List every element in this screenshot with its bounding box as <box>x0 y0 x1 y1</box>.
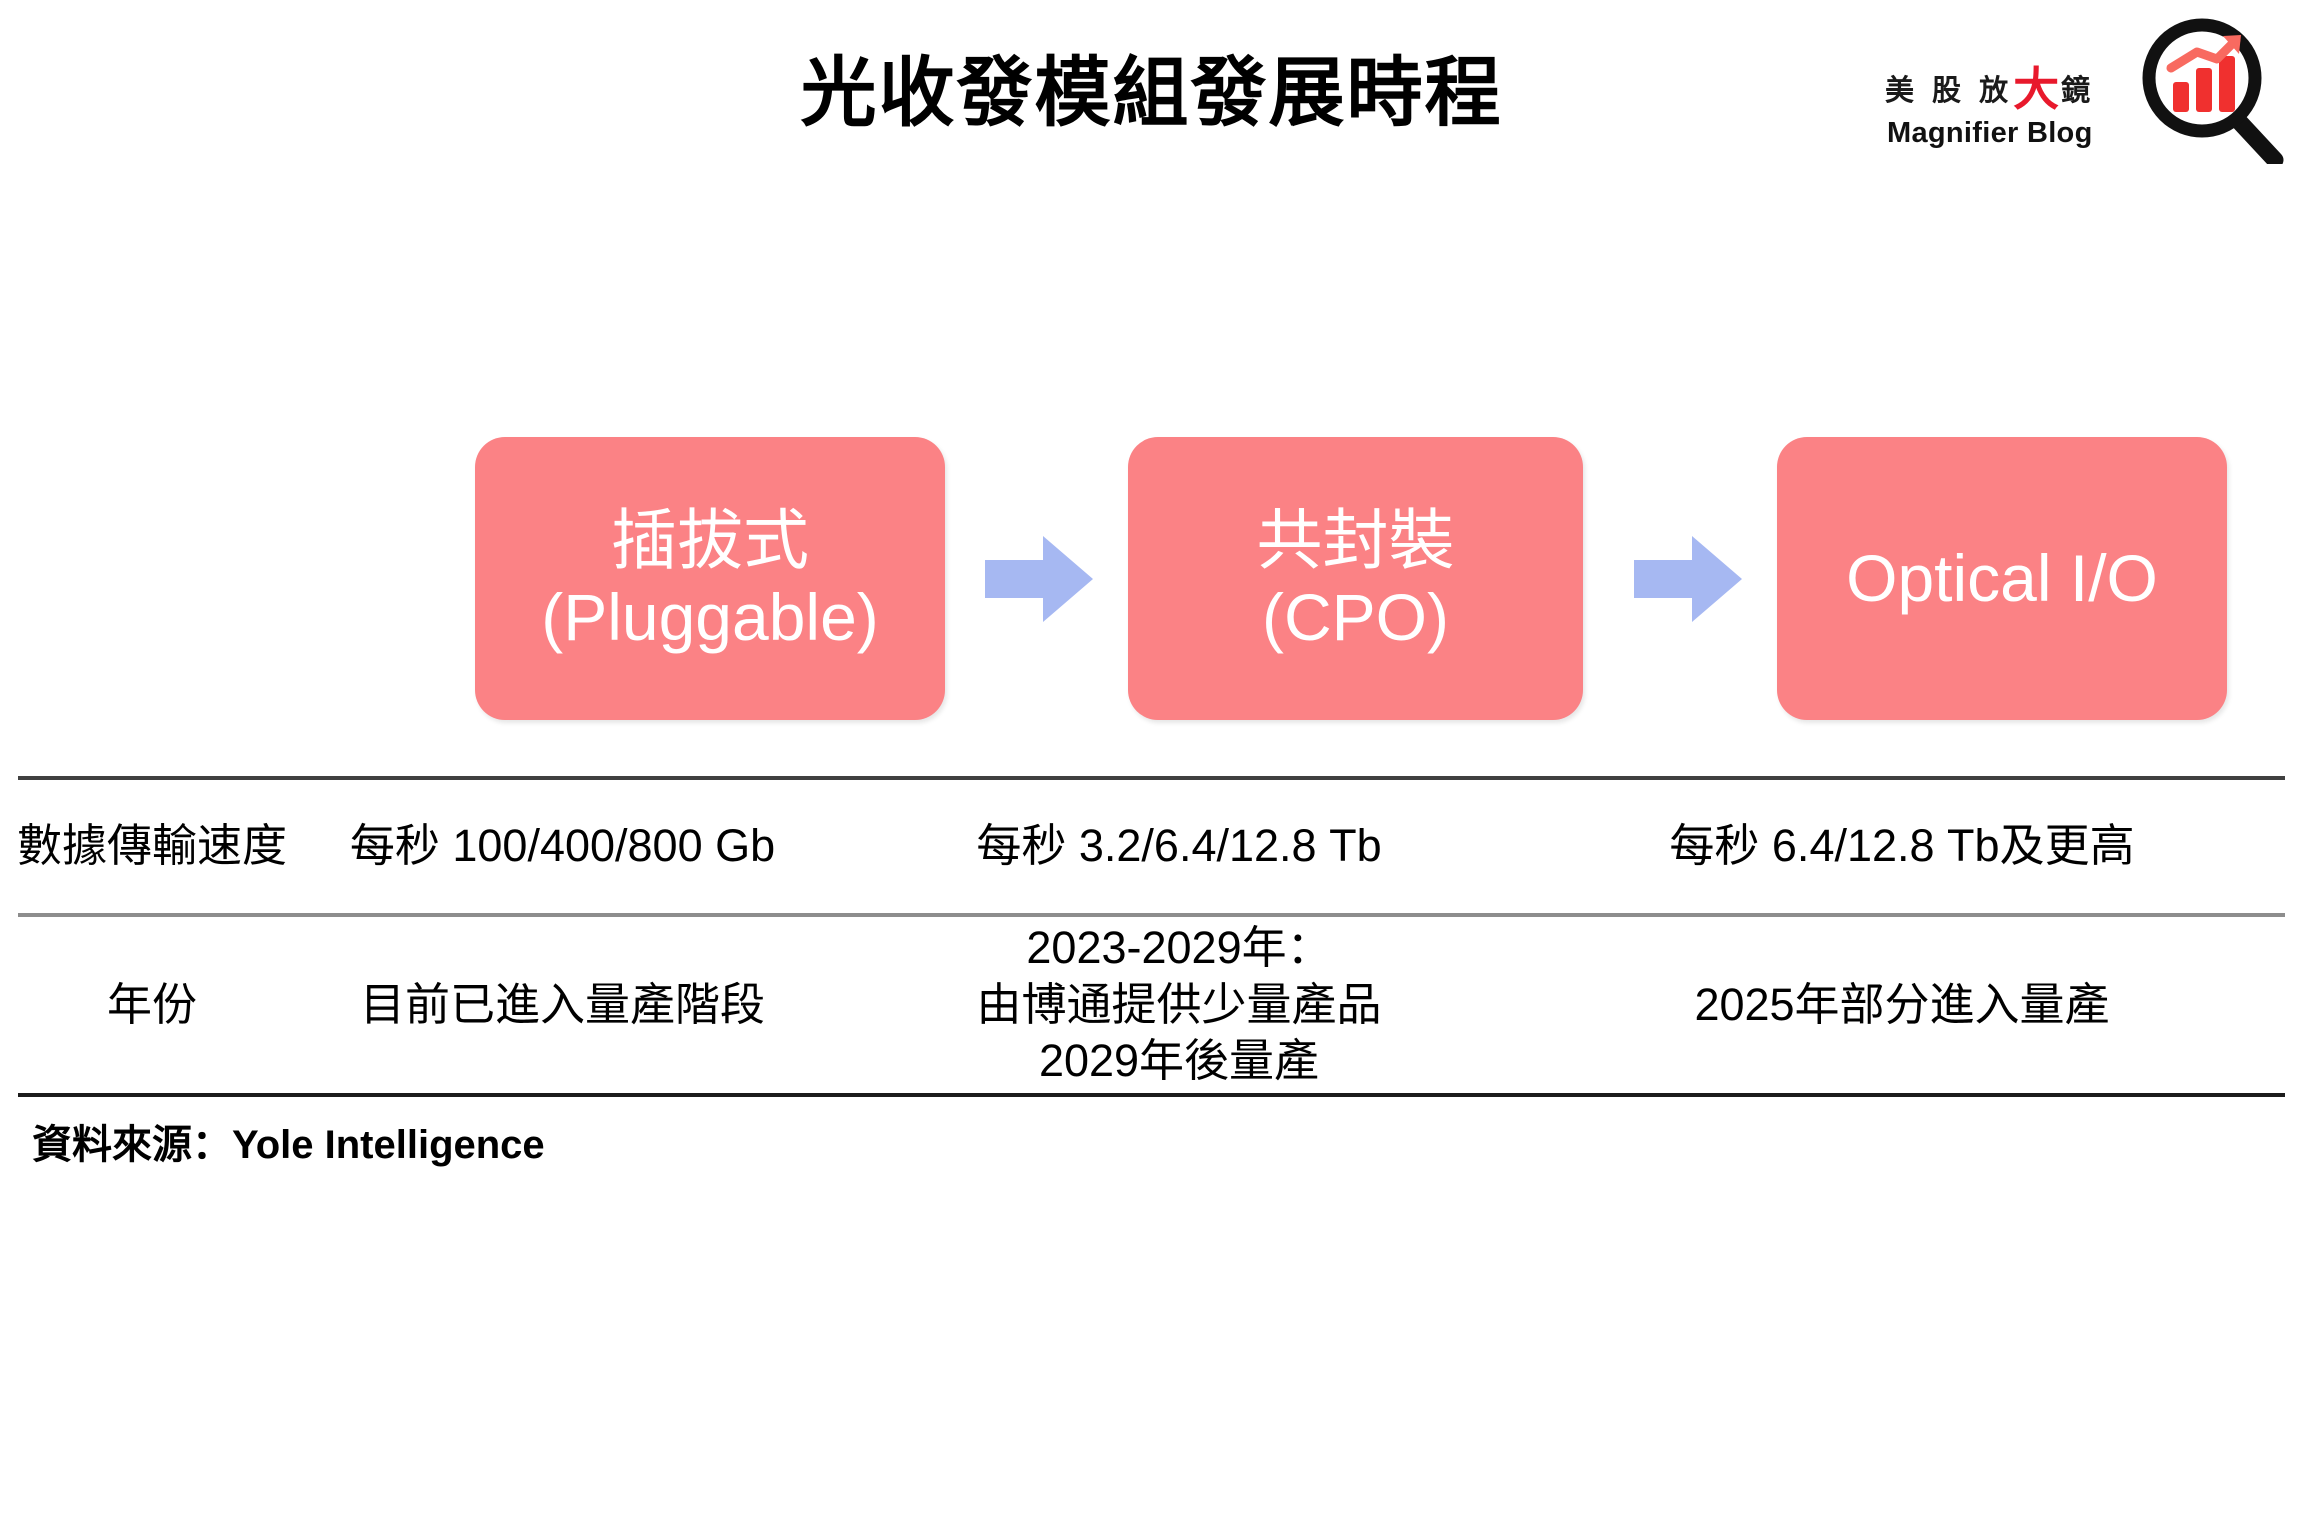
cell-year-optical-io: 2025年部分進入量產 <box>1694 978 2110 1030</box>
magnifier-bar-chart-icon <box>2142 18 2284 164</box>
table-divider-middle <box>18 913 2285 917</box>
flow-diagram: 插拔式 (Pluggable) 共封裝 (CPO) Optical I/O <box>0 437 2303 722</box>
cell-year-pluggable: 目前已進入量產階段 <box>359 978 765 1030</box>
flow-box-pluggable-line2: (Pluggable) <box>541 579 879 654</box>
table-divider-top <box>18 776 2285 780</box>
flow-box-optical-io-line1: Optical I/O <box>1846 541 2158 616</box>
brand-logo: 美 股 放大鏡 Magnifier Blog <box>1885 14 2285 164</box>
brand-wordmark-suffix: 鏡 <box>2061 75 2096 107</box>
right-arrow-icon <box>1634 536 1742 622</box>
row-label-data-rate: 數據傳輸速度 <box>17 820 288 872</box>
table-row: 數據傳輸速度 每秒 100/400/800 Gb 每秒 3.2/6.4/12.8… <box>17 780 2285 913</box>
brand-wordmark-prefix: 美 股 放 <box>1885 75 2014 107</box>
cell-data-rate-optical-io: 每秒 6.4/12.8 Tb及更高 <box>1669 820 2135 872</box>
cell-data-rate-cpo: 每秒 3.2/6.4/12.8 Tb <box>976 820 1382 872</box>
cell-year-cpo: 2023-2029年： 由博通提供少量產品 2029年後量產 <box>976 921 1382 1087</box>
brand-wordmark-accent: 大 <box>2013 63 2062 115</box>
page-title: 光收發模組發展時程 <box>800 51 1503 136</box>
table-divider-bottom <box>18 1093 2285 1097</box>
flow-box-optical-io[interactable]: Optical I/O <box>1777 437 2227 720</box>
brand-subtitle: Magnifier Blog <box>1887 117 2093 149</box>
flow-box-pluggable[interactable]: 插拔式 (Pluggable) <box>475 437 945 720</box>
table-row: 年份 目前已進入量產階段 2023-2029年： 由博通提供少量產品 2029年… <box>18 917 2285 1093</box>
flow-box-pluggable-line1: 插拔式 <box>611 502 809 577</box>
row-label-year: 年份 <box>106 978 197 1030</box>
flow-box-cpo-line2: (CPO) <box>1262 579 1449 654</box>
flow-box-cpo[interactable]: 共封裝 (CPO) <box>1128 437 1583 720</box>
brand-wordmark: 美 股 放大鏡 <box>1885 66 2130 112</box>
cell-data-rate-pluggable: 每秒 100/400/800 Gb <box>349 820 776 872</box>
flow-box-cpo-line1: 共封裝 <box>1256 502 1455 577</box>
right-arrow-icon <box>985 536 1093 622</box>
spec-table: 數據傳輸速度 每秒 100/400/800 Gb 每秒 3.2/6.4/12.8… <box>17 776 2285 1097</box>
source-note: 資料來源：Yole Intelligence <box>32 1123 545 1167</box>
